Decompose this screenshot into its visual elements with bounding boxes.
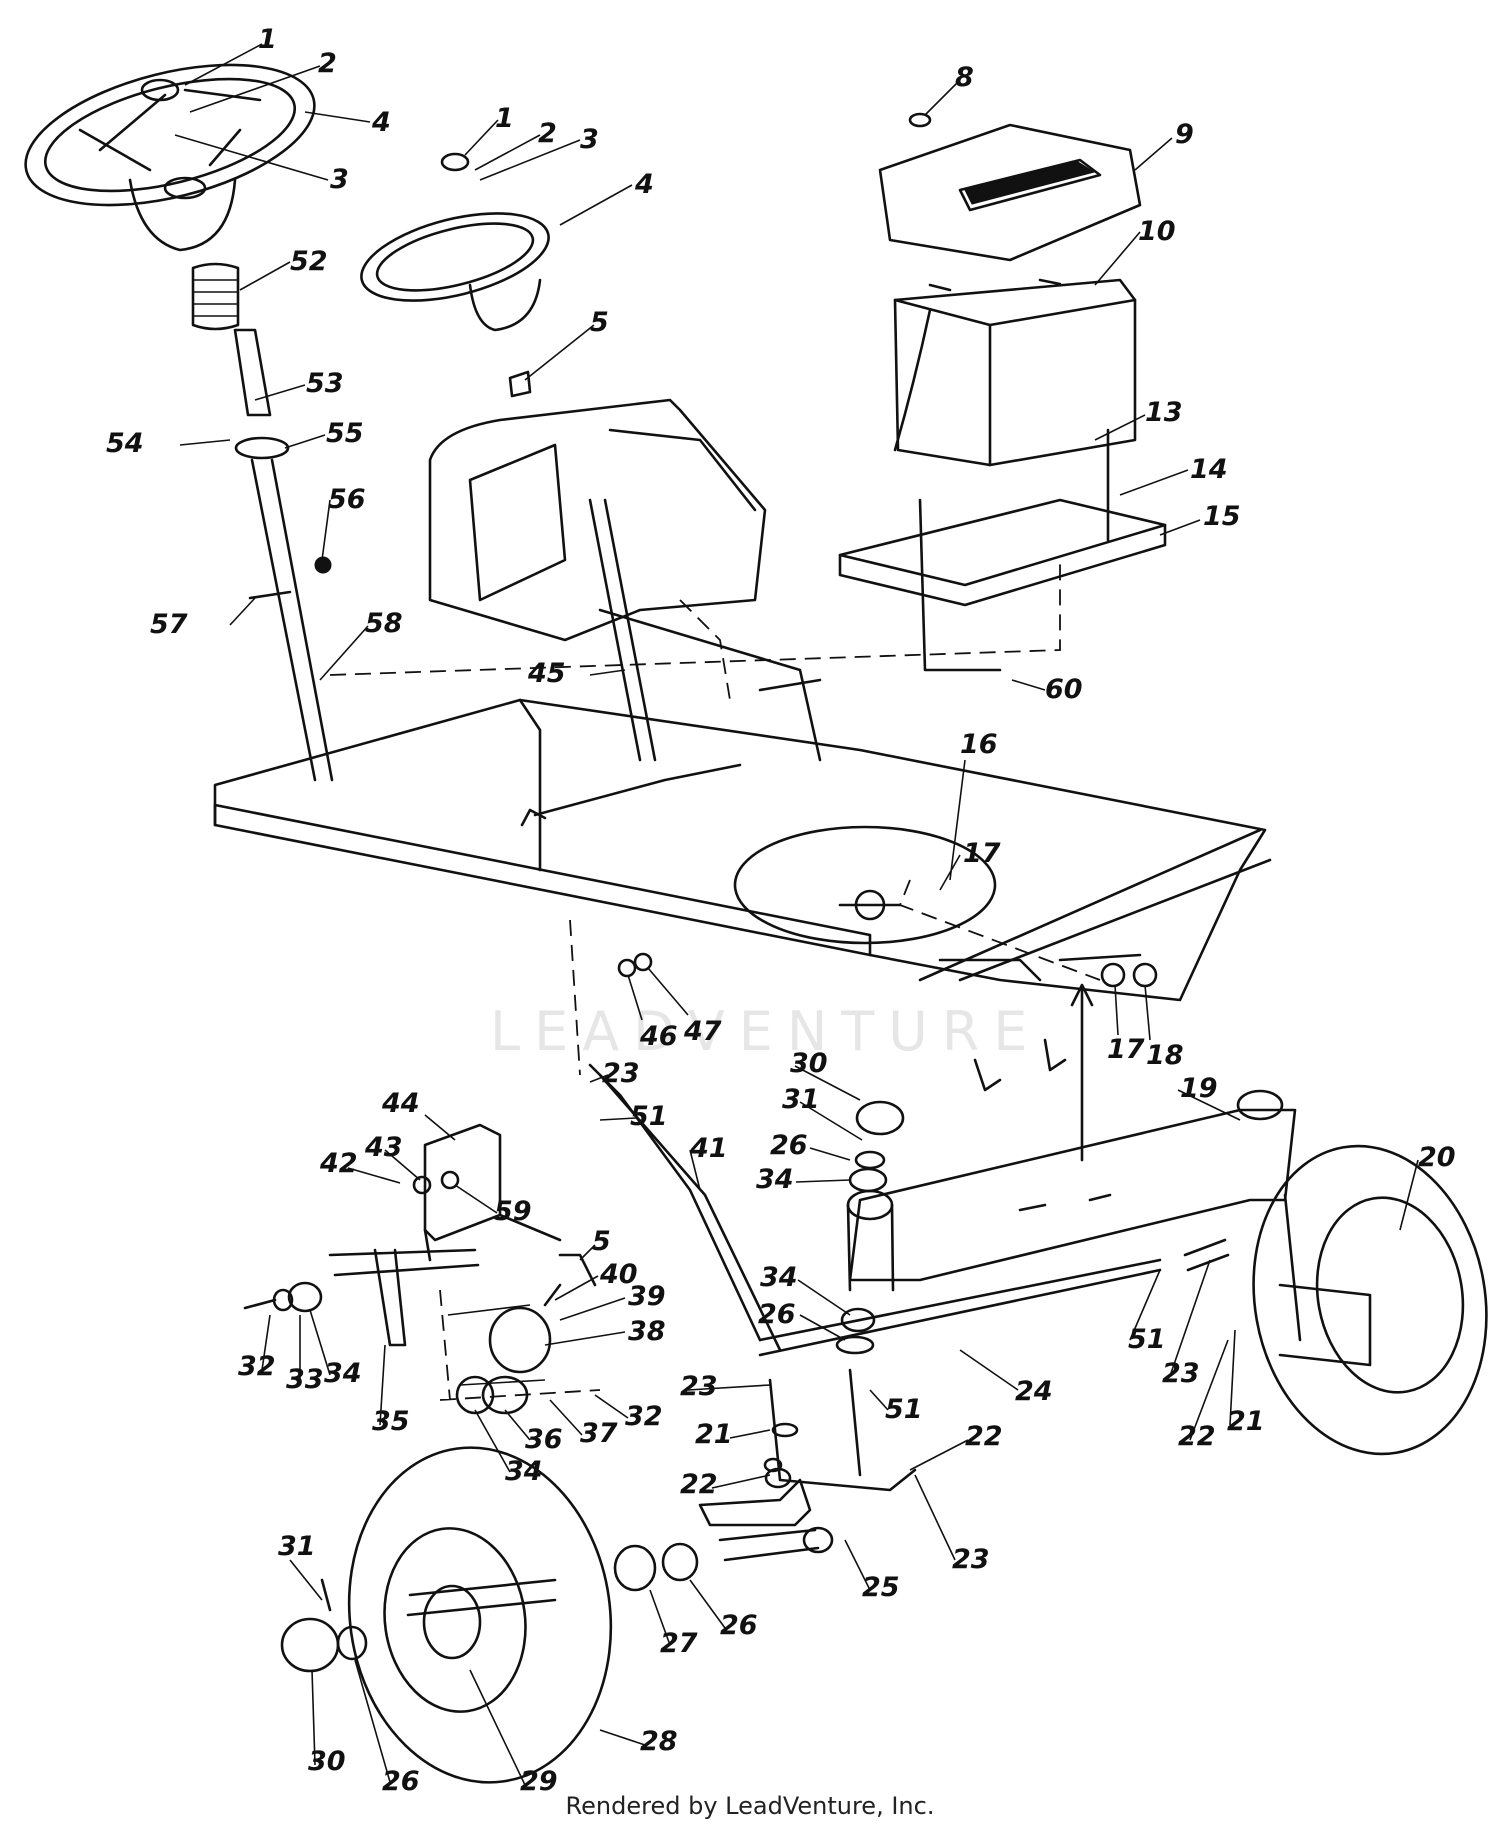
callout-16: 16 — [960, 729, 998, 760]
callout-17: 17 — [963, 838, 1001, 869]
callout-leaders — [174, 43, 1419, 1786]
callout-4-b: 4 — [634, 169, 654, 200]
callout-46: 46 — [639, 1021, 678, 1052]
callout-51-b: 51 — [885, 1394, 923, 1425]
callout-44: 44 — [381, 1088, 420, 1119]
callout-59: 59 — [494, 1196, 532, 1227]
callout-14: 14 — [1190, 454, 1228, 485]
callout-47: 47 — [683, 1016, 722, 1047]
callout-41: 41 — [689, 1133, 728, 1164]
callout-42: 42 — [319, 1148, 358, 1179]
callout-39: 39 — [628, 1281, 666, 1312]
footer-credit: Rendered by LeadVenture, Inc. — [565, 1792, 935, 1820]
callout-3: 3 — [330, 164, 349, 195]
callout-32: 32 — [238, 1351, 276, 1382]
callout-1-b: 1 — [495, 103, 514, 134]
callout-23: 23 — [602, 1058, 640, 1089]
steering-shaft — [191, 262, 334, 782]
callout-19: 19 — [1180, 1073, 1218, 1104]
callout-34: 34 — [756, 1164, 794, 1195]
callout-54: 54 — [106, 428, 144, 459]
callout-10: 10 — [1138, 216, 1176, 247]
mount-arrow — [1070, 983, 1094, 1162]
routing-dash-2 — [569, 919, 581, 1076]
callout-45: 45 — [527, 658, 566, 689]
tie-rods — [588, 1063, 1230, 1492]
callout-28: 28 — [640, 1726, 678, 1757]
callout-18: 18 — [1146, 1040, 1184, 1071]
callout-5-b: 5 — [592, 1226, 611, 1257]
callout-23-c: 23 — [1162, 1358, 1200, 1389]
steering-wheel-large — [24, 63, 316, 252]
steering-bracket — [328, 1123, 601, 1415]
callout-53: 53 — [306, 368, 344, 399]
front-axle — [846, 1089, 1297, 1292]
callout-38: 38 — [628, 1316, 666, 1347]
routing-dash-4 — [679, 599, 731, 701]
callout-30-b: 30 — [308, 1746, 346, 1777]
callout-15: 15 — [1203, 501, 1241, 532]
callout-34-d: 34 — [760, 1262, 798, 1293]
callout-9: 9 — [1175, 119, 1194, 150]
callout-8: 8 — [955, 62, 974, 93]
callout-51: 51 — [630, 1101, 668, 1132]
callout-23-d: 23 — [952, 1544, 990, 1575]
spindle-left — [698, 1422, 834, 1562]
callout-51-c: 51 — [1128, 1324, 1166, 1355]
frame-hardware — [520, 808, 1158, 988]
callout-24: 24 — [1015, 1376, 1053, 1407]
callout-3-b: 3 — [580, 124, 599, 155]
callout-22-b: 22 — [1178, 1421, 1216, 1452]
callout-4: 4 — [371, 107, 391, 138]
callout-60: 60 — [1045, 674, 1083, 705]
spindle-stack — [835, 1100, 905, 1477]
callout-32-b: 32 — [625, 1401, 663, 1432]
bracket-hardware — [243, 1170, 562, 1313]
callout-35: 35 — [372, 1406, 410, 1437]
callout-40: 40 — [599, 1259, 638, 1290]
callout-2-b: 2 — [538, 118, 557, 149]
callout-22-c: 22 — [680, 1469, 718, 1500]
callout-22: 22 — [965, 1421, 1003, 1452]
battery-tray — [838, 428, 1167, 672]
dash-panel — [428, 398, 822, 762]
callout-25: 25 — [862, 1572, 900, 1603]
callout-26-d: 26 — [382, 1766, 420, 1797]
callout-52: 52 — [290, 246, 328, 277]
callout-43: 43 — [364, 1132, 403, 1163]
callout-26: 26 — [770, 1130, 808, 1161]
callout-30: 30 — [790, 1048, 828, 1079]
callout-5: 5 — [590, 307, 609, 338]
callout-23-b: 23 — [680, 1371, 718, 1402]
callout-26-c: 26 — [720, 1610, 758, 1641]
callout-13: 13 — [1145, 397, 1183, 428]
callout-21-b: 21 — [1227, 1406, 1265, 1437]
callout-33: 33 — [286, 1364, 324, 1395]
callout-29: 29 — [520, 1766, 558, 1797]
main-frame — [213, 698, 1272, 1092]
callout-36: 36 — [525, 1424, 563, 1455]
battery-cover — [878, 112, 1142, 262]
callout-2: 2 — [318, 48, 337, 79]
routing-dash-1 — [329, 560, 1061, 676]
callout-labels: 1 2 4 3 52 53 54 55 56 57 58 1 2 3 4 5 4… — [106, 24, 1456, 1797]
callout-20: 20 — [1418, 1142, 1456, 1173]
callout-37: 37 — [580, 1418, 618, 1449]
callout-26-b: 26 — [758, 1299, 796, 1330]
wheel-right-front — [1252, 1144, 1488, 1456]
callout-58: 58 — [365, 608, 403, 639]
callout-21: 21 — [695, 1419, 733, 1450]
callout-57: 57 — [150, 609, 188, 640]
steering-wheel-small — [360, 152, 550, 398]
callout-1: 1 — [258, 24, 277, 55]
callout-34-c: 34 — [505, 1456, 543, 1487]
callout-55: 55 — [326, 418, 364, 449]
callout-31-b: 31 — [278, 1531, 316, 1562]
watermark: LEADVENTURE — [490, 1000, 1041, 1063]
battery — [893, 278, 1137, 467]
callout-17-b: 17 — [1107, 1034, 1145, 1065]
callout-56: 56 — [328, 484, 366, 515]
wheel-left-front — [280, 1446, 699, 1784]
